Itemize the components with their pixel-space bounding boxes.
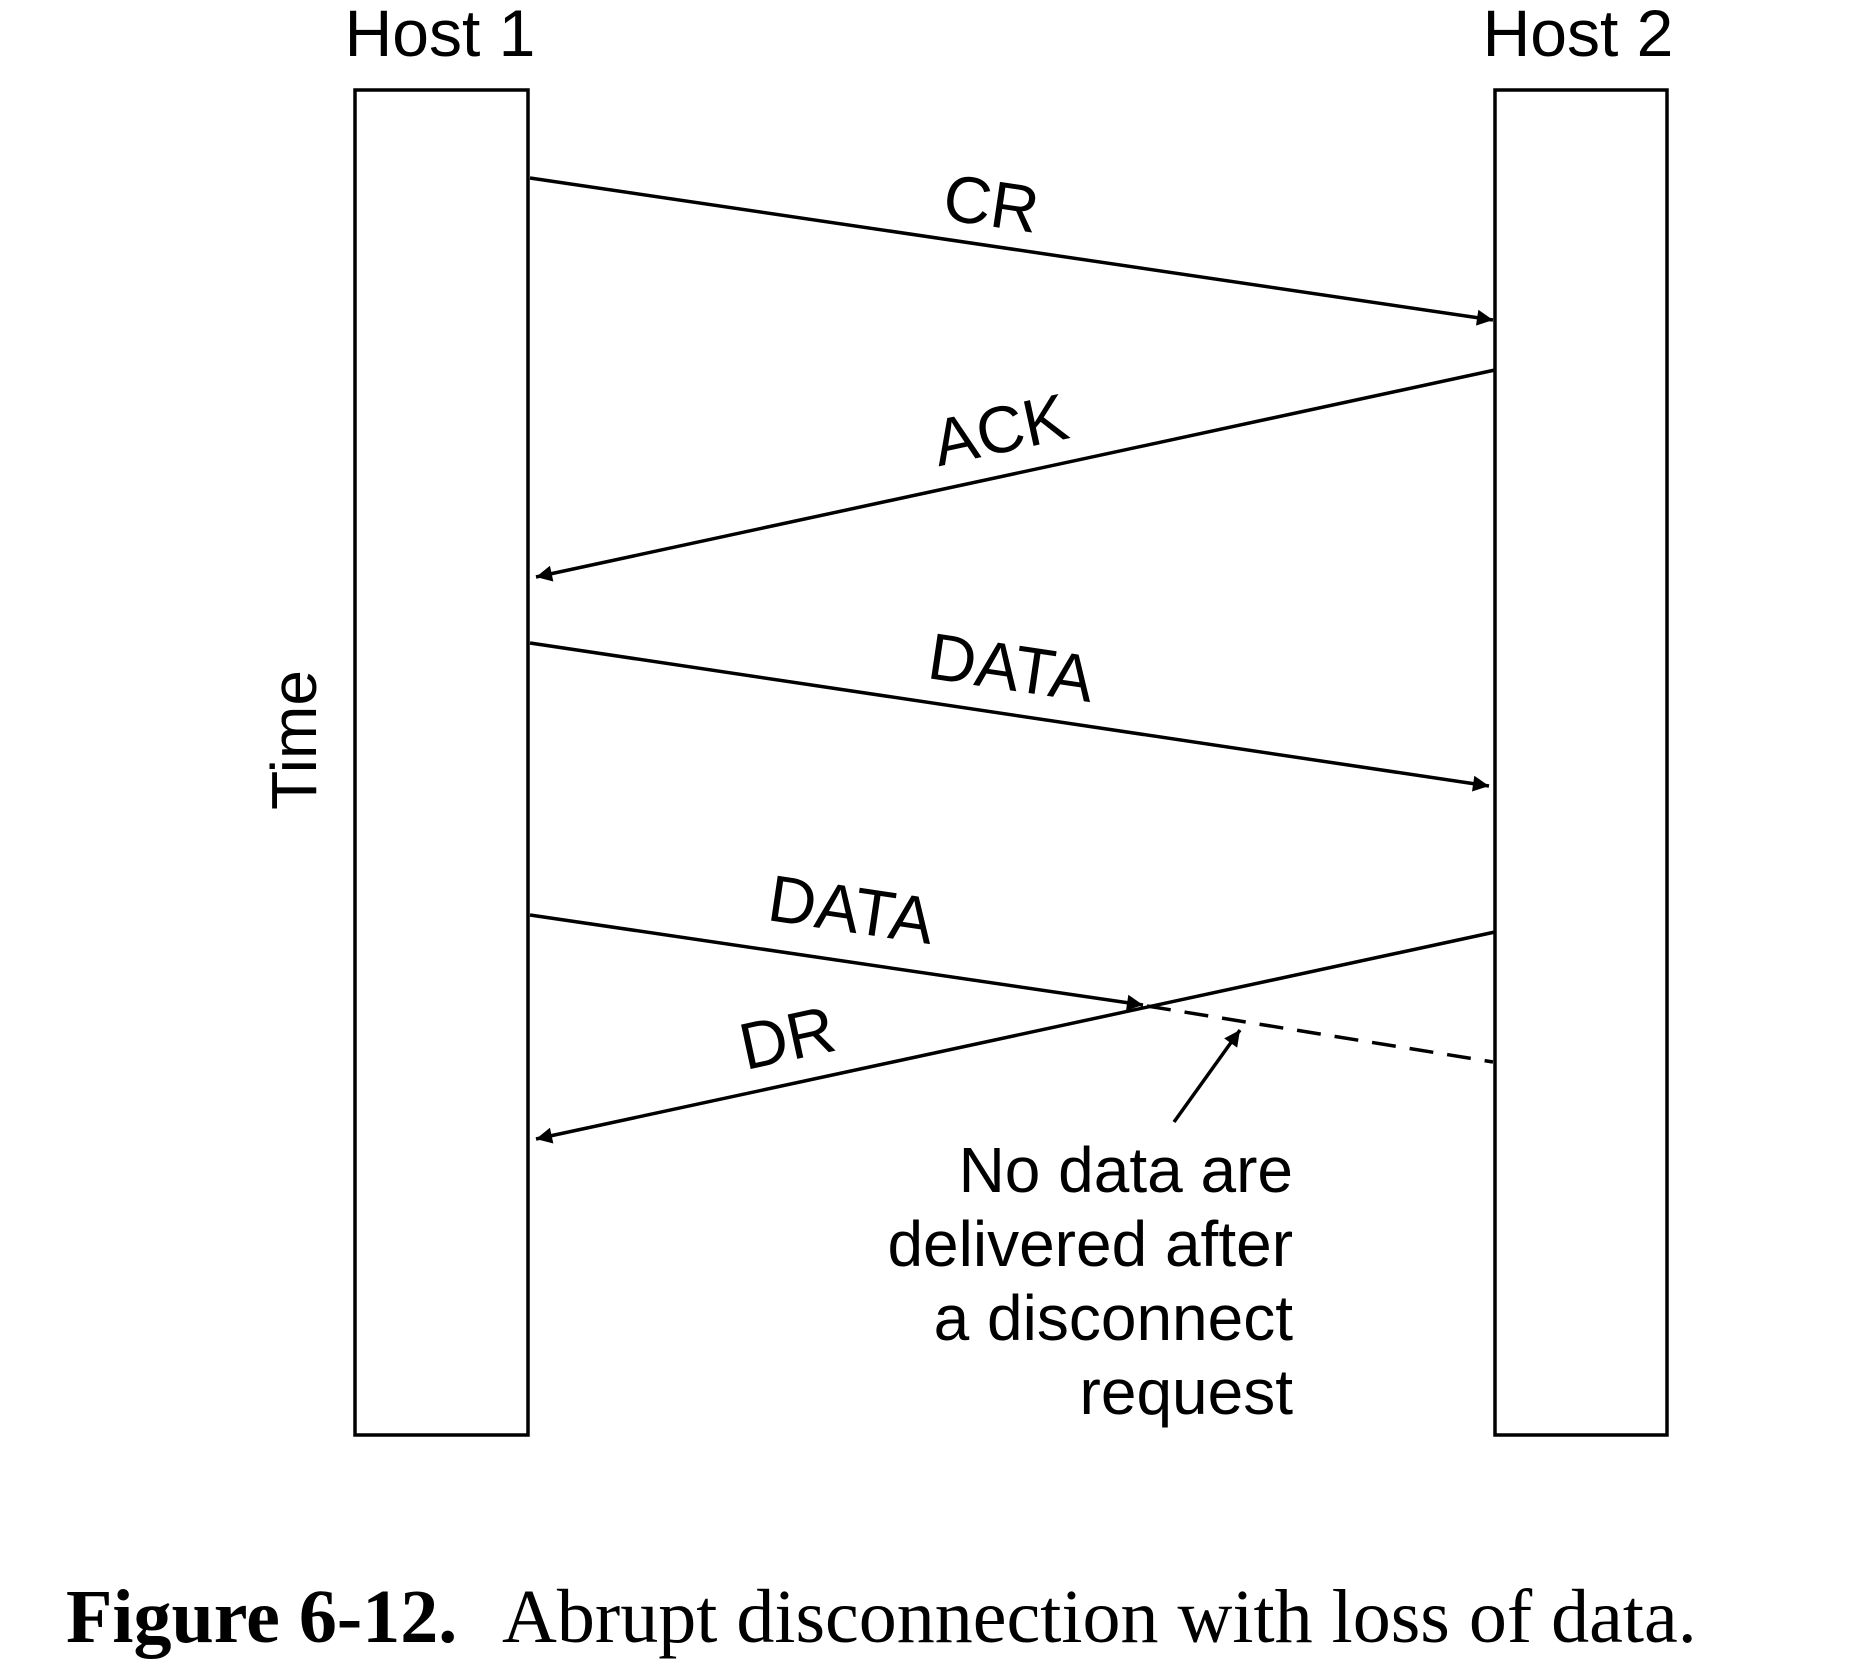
data-label-2: DATA [764, 861, 939, 958]
host2-lifeline [1493, 88, 1669, 1437]
figure-caption: Figure 6-12. Abrupt disconnection with l… [66, 1575, 1697, 1659]
note-pointer-arrow [1172, 1028, 1242, 1124]
figure-number: Figure 6-12. [66, 1575, 457, 1659]
lost-data-dashed-line [1146, 1004, 1494, 1064]
ack-arrow [535, 368, 1496, 582]
host1-label: Host 1 [345, 0, 536, 70]
host2-label: Host 2 [1483, 0, 1674, 70]
data-arrow-2 [529, 913, 1144, 1011]
note-line-2: delivered after [887, 1208, 1293, 1280]
dr-arrow [535, 930, 1496, 1144]
host1-lifeline [353, 88, 530, 1437]
cr-label: CR [939, 160, 1044, 247]
note-line-4: request [1080, 1356, 1294, 1428]
time-axis-label: Time [258, 670, 330, 810]
figure-caption-text: Abrupt disconnection with loss of data. [502, 1575, 1697, 1659]
data-label-1: DATA [924, 619, 1099, 716]
cr-arrow [529, 176, 1494, 326]
note-line-1: No data are [959, 1134, 1293, 1206]
dr-label: DR [733, 991, 842, 1083]
note-line-3: a disconnect [934, 1282, 1294, 1354]
data-arrow-1 [529, 641, 1490, 792]
